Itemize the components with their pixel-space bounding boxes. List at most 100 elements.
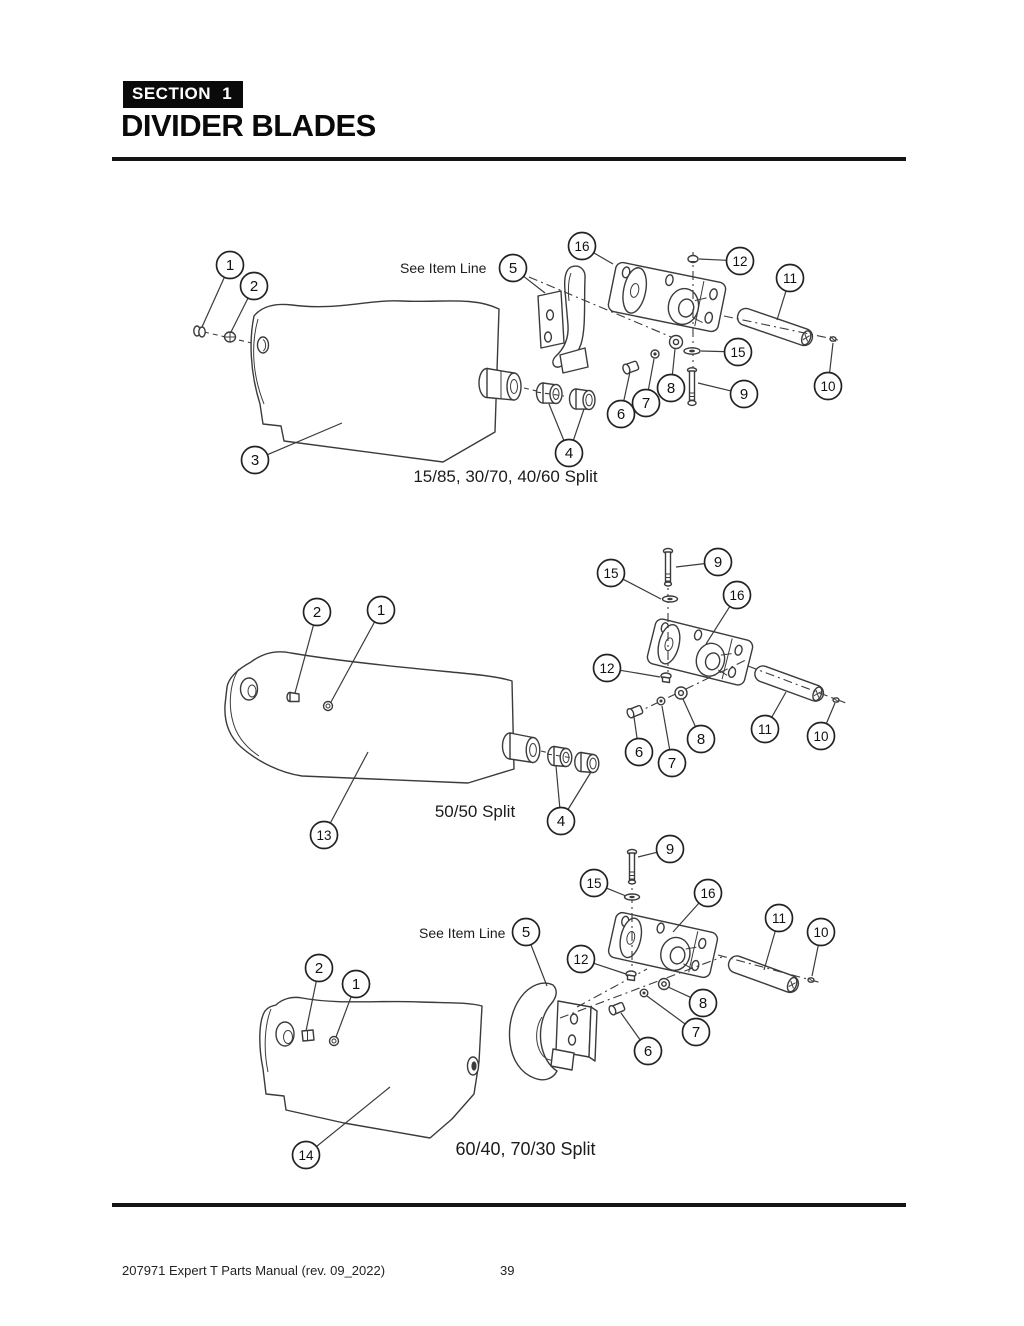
callout-leader-line: [776, 290, 787, 321]
callout-10: 10: [806, 917, 836, 977]
callout-leader-line: [606, 887, 627, 897]
callout-circle: [764, 903, 794, 933]
callout-circle: [688, 988, 718, 1018]
callout-circle: [309, 820, 339, 850]
callout-number: 10: [813, 925, 828, 940]
caption-split-50-50: 50/50 Split: [434, 802, 516, 821]
callout-number: 12: [732, 254, 747, 269]
callout-circle: [546, 806, 576, 836]
callout-leader-line: [523, 275, 546, 294]
callout-16: 16: [672, 878, 723, 933]
callout-circle: [681, 1017, 711, 1047]
callout-number: 7: [692, 1024, 700, 1041]
callout-number: 1: [377, 602, 385, 619]
callout-leader-line: [267, 422, 343, 456]
callout-leader-line: [671, 348, 676, 375]
nut-item-1-and-bolt-item-2: [193, 325, 237, 343]
callout-8: 8: [656, 348, 686, 403]
callout-number: 11: [783, 271, 797, 286]
section-badge: SECTION 1: [123, 81, 244, 108]
callout-number: 10: [820, 379, 835, 394]
callout-circle: [606, 399, 636, 429]
callout-leader-line: [329, 751, 369, 824]
callout-9: 9: [697, 379, 759, 409]
caption-split-60-40: 60/40, 70/30 Split: [455, 1139, 596, 1159]
caption-split-15-85: 15/85, 30/70, 40/60 Split: [413, 467, 598, 486]
callout-number: 2: [315, 960, 323, 977]
callout-circle: [722, 580, 752, 610]
callout-circle: [633, 1036, 663, 1066]
callout-11: 11: [750, 691, 787, 744]
callout-circle: [813, 371, 843, 401]
pivot-rod-item-11: [727, 955, 800, 994]
callout-circle: [725, 246, 755, 276]
callout-5: 5: [511, 917, 548, 987]
callout-circle: [775, 263, 805, 293]
callout-circle: [806, 917, 836, 947]
callout-leader-line: [330, 621, 376, 703]
callout-13: 13: [309, 751, 369, 850]
callout-leader-line: [294, 624, 315, 694]
clamp-item-5: [508, 982, 598, 1081]
callout-15: 15: [579, 868, 627, 898]
callout-circle: [341, 969, 371, 999]
callout-leader-line: [305, 981, 317, 1032]
bolt-item-2-and-nut-item-1: [301, 1029, 340, 1047]
callout-number: 7: [642, 395, 650, 412]
callout-circle: [686, 724, 716, 754]
callout-number: 15: [730, 345, 745, 360]
callout-leader-line: [620, 1012, 641, 1041]
callout-leader-line: [700, 350, 725, 353]
callout-number: 1: [352, 976, 360, 993]
callout-leader-line: [555, 765, 561, 808]
see-item-line-label-1: See Item Line: [400, 260, 487, 276]
callout-number: 12: [573, 952, 588, 967]
callout-circle: [566, 944, 596, 974]
callout-7: 7: [657, 705, 687, 778]
callout-circle: [631, 388, 661, 418]
callout-leader-line: [201, 277, 225, 328]
callout-number: 4: [557, 813, 565, 830]
callout-leader-line: [667, 986, 691, 998]
callout-number: 8: [667, 380, 675, 397]
blade-item-3: [250, 300, 500, 463]
callout-leader-line: [530, 944, 548, 987]
callout-6: 6: [624, 716, 654, 767]
callout-leader-line: [593, 252, 614, 265]
header-rule: [112, 157, 906, 161]
callout-7: 7: [631, 358, 661, 418]
callout-leader-line: [646, 995, 686, 1025]
callout-leader-line: [620, 669, 661, 678]
callout-number: 9: [666, 841, 674, 858]
callout-leader-line: [811, 945, 819, 977]
callout-circle: [215, 250, 245, 280]
callout-4: 4: [548, 403, 585, 468]
callout-leader-line: [705, 606, 731, 645]
page-title: DIVIDER BLADES: [121, 108, 376, 143]
callout-number: 5: [522, 924, 530, 941]
callout-number: 16: [574, 239, 589, 254]
callout-leader-line: [682, 698, 697, 727]
callout-circle: [655, 834, 685, 864]
callout-12: 12: [698, 246, 755, 276]
callout-leader-line: [763, 930, 776, 971]
callout-7: 7: [646, 995, 711, 1047]
callout-number: 8: [697, 731, 705, 748]
callout-leader-line: [572, 408, 585, 441]
callout-number: 3: [251, 452, 259, 469]
callout-9: 9: [675, 547, 733, 577]
callout-8: 8: [682, 698, 716, 754]
callout-circle: [592, 653, 622, 683]
callout-leader-line: [698, 258, 727, 261]
callout-circle: [554, 438, 584, 468]
callout-5: 5: [498, 253, 546, 294]
callout-number: 2: [313, 604, 321, 621]
callout-2: 2: [294, 597, 332, 694]
callout-number: 13: [316, 828, 331, 843]
